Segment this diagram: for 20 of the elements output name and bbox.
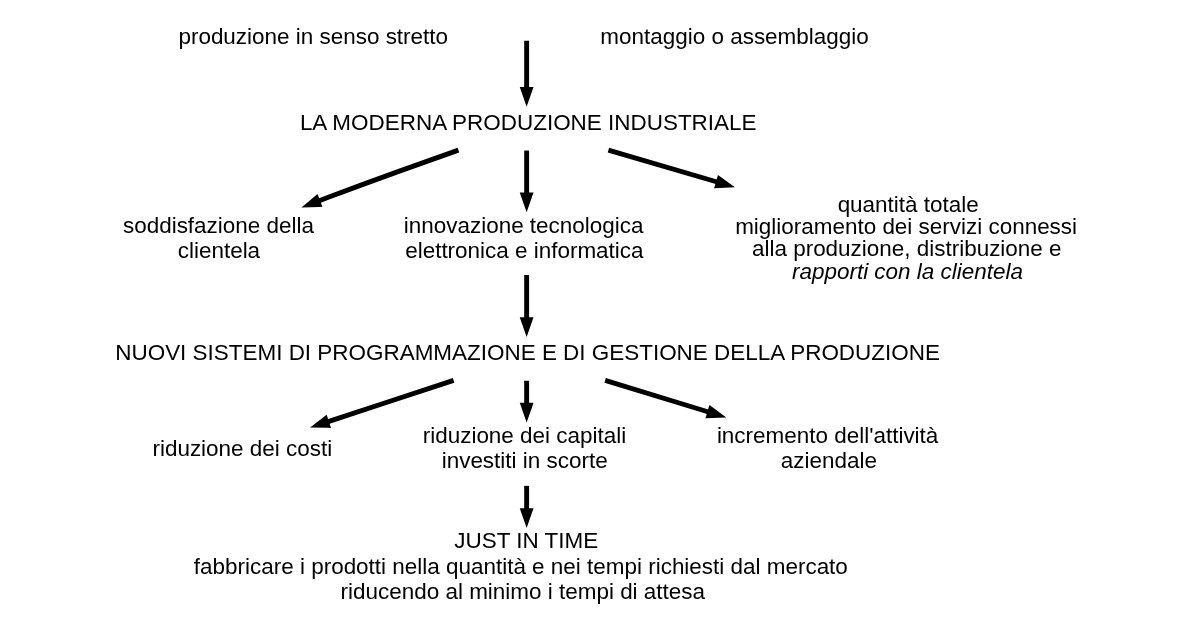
node-text: produzione in senso stretto [178, 24, 449, 50]
node-text: incremento dell'attività aziendale [716, 423, 939, 474]
node-text: LA MODERNA PRODUZIONE INDUSTRIALE [299, 110, 757, 136]
arrow [519, 40, 534, 107]
arrow [519, 485, 534, 528]
node-text: NUOVI SISTEMI DI PROGRAMMAZIONE E DI GESTIONE DELLA PRODUZIONE [115, 340, 940, 366]
node-text: riduzione dei capitali investiti in scorte [422, 423, 627, 474]
arrow [607, 147, 735, 189]
node-text: riduzione dei costi [152, 435, 333, 461]
node-text: innovazione tecnologica elettronica e informatica [403, 212, 644, 263]
node-text: soddisfazione della clientela [122, 212, 314, 263]
arrow [519, 275, 534, 337]
arrow [519, 380, 534, 423]
arrow [604, 378, 727, 419]
arrow [310, 378, 455, 428]
node-text: quantità totale miglioramento dei servizi connessi alla produzione, distribuzione e rapporti con la clientela [735, 191, 1078, 284]
arrow [301, 147, 460, 208]
node-text: montaggio o assemblaggio [600, 24, 869, 50]
arrow [519, 150, 534, 213]
node-text: JUST IN TIME fabbricare i prodotti nella quantità e nei tempi richiesti dal mercato riducendo al minimo i tempi di attesa [193, 528, 848, 605]
